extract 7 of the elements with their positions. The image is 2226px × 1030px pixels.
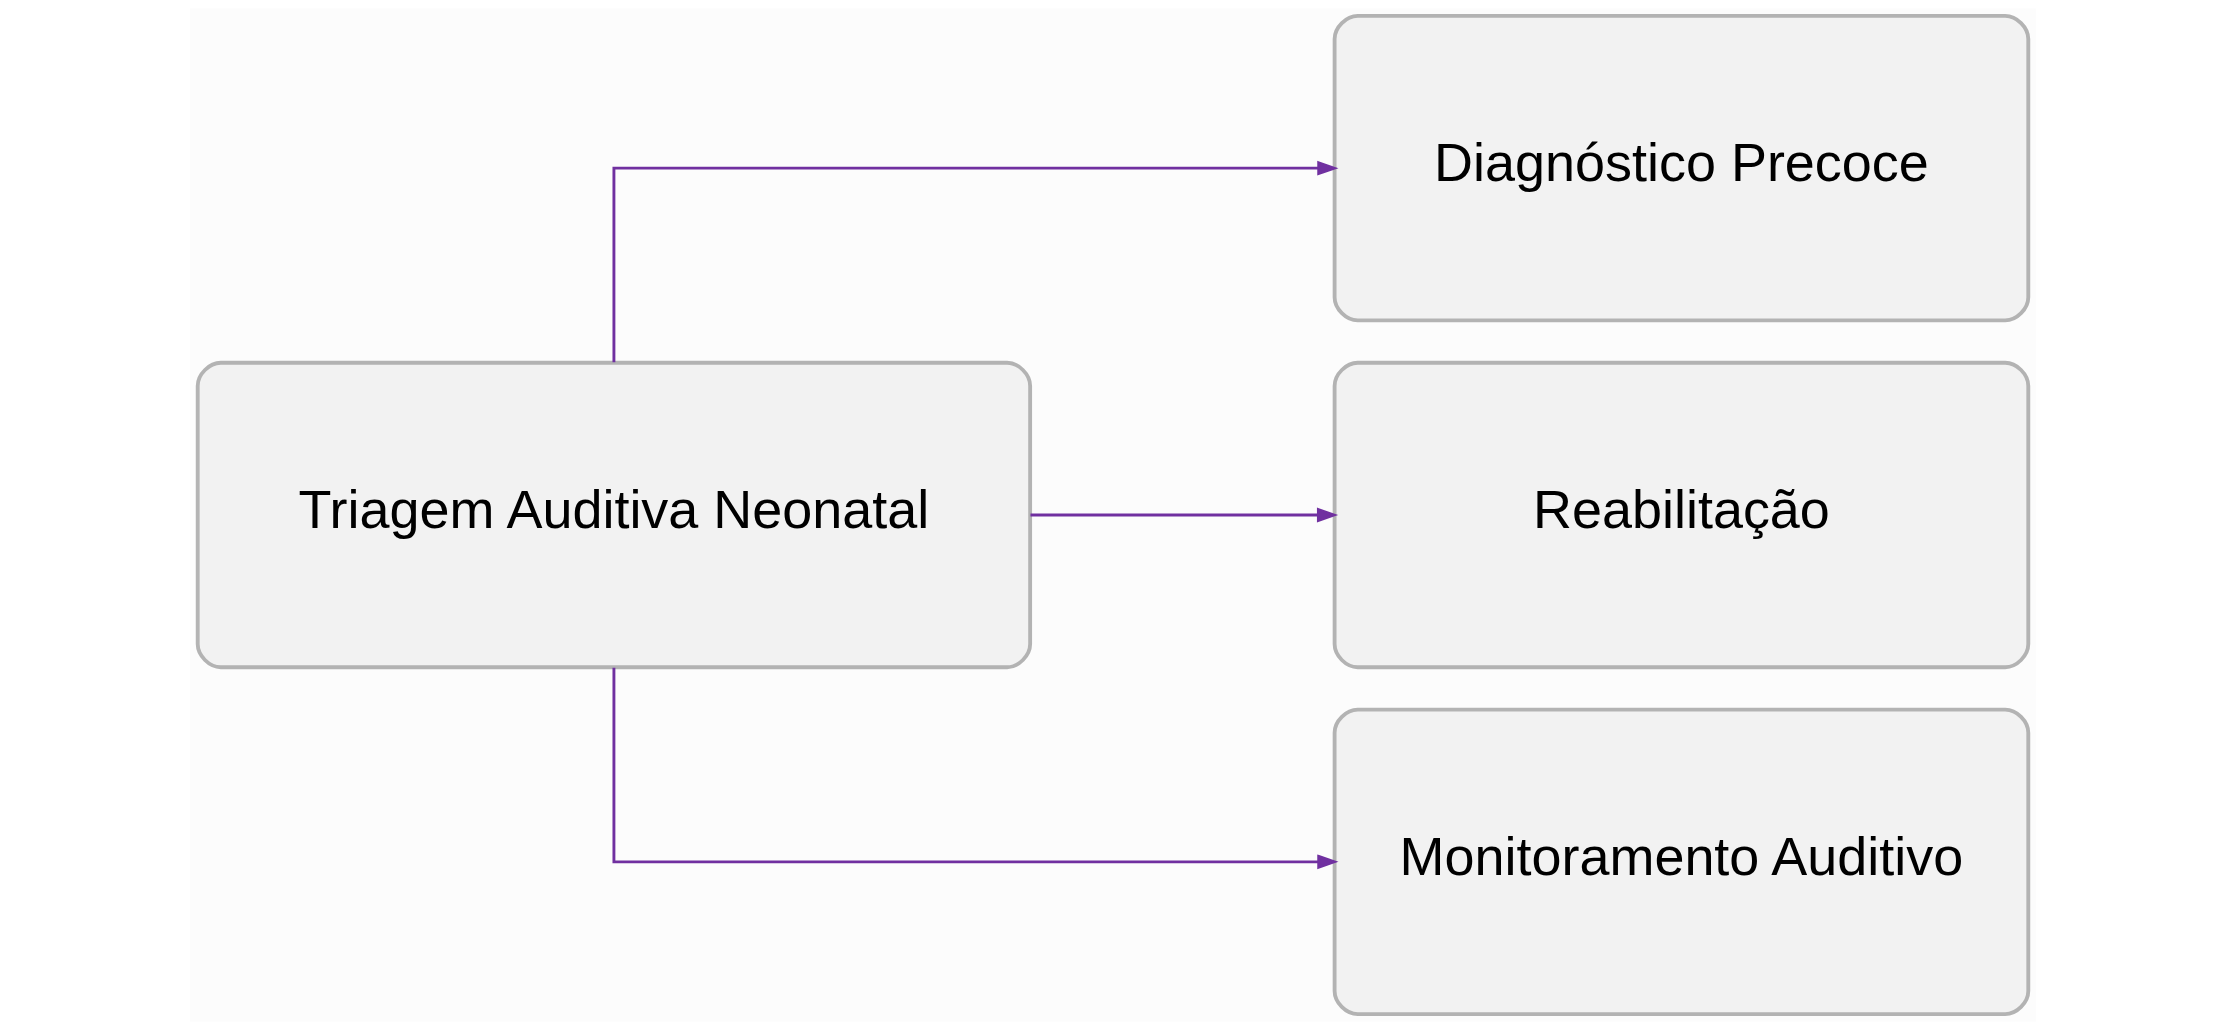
node-box: Triagem Auditiva Neonatal <box>195 360 1033 670</box>
node-box: Monitoramento Auditivo <box>1332 707 2031 1016</box>
node-box: Diagnóstico Precoce <box>1332 14 2031 323</box>
arrow <box>612 667 1339 870</box>
arrow <box>612 160 1339 363</box>
arrow <box>1030 507 1339 523</box>
node-box: Reabilitação <box>1332 360 2031 670</box>
